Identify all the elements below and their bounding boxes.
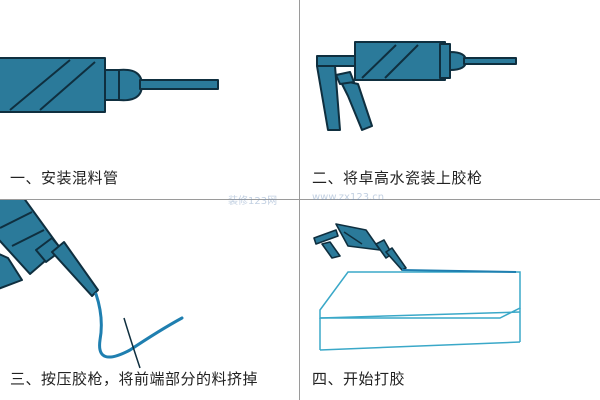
step-4-caption: 四、开始打胶 bbox=[312, 370, 406, 388]
cartridge-with-mixer-icon bbox=[0, 57, 219, 113]
watermark-right: www.zx123.cn bbox=[312, 192, 385, 203]
step-3-caption: 三、按压胶枪，将前端部分的料挤掉 bbox=[10, 370, 259, 388]
step-2-caption: 二、将卓高水瓷装上胶枪 bbox=[312, 169, 483, 187]
step-4-panel: 四、开始打胶 bbox=[300, 200, 600, 400]
step-2-panel: 二、将卓高水瓷装上胶枪 bbox=[300, 0, 600, 200]
watermark-left: 装修123网 bbox=[228, 196, 278, 207]
step-1-caption: 一、安装混料管 bbox=[10, 169, 119, 187]
step-3-panel: 三、按压胶枪，将前端部分的料挤掉 bbox=[0, 200, 300, 400]
caulking-gun-icon bbox=[316, 41, 517, 131]
gun-applying-on-board-icon bbox=[313, 223, 521, 351]
step-1-panel: 一、安装混料管 bbox=[0, 0, 300, 200]
gun-extruding-bead-icon bbox=[0, 200, 184, 369]
